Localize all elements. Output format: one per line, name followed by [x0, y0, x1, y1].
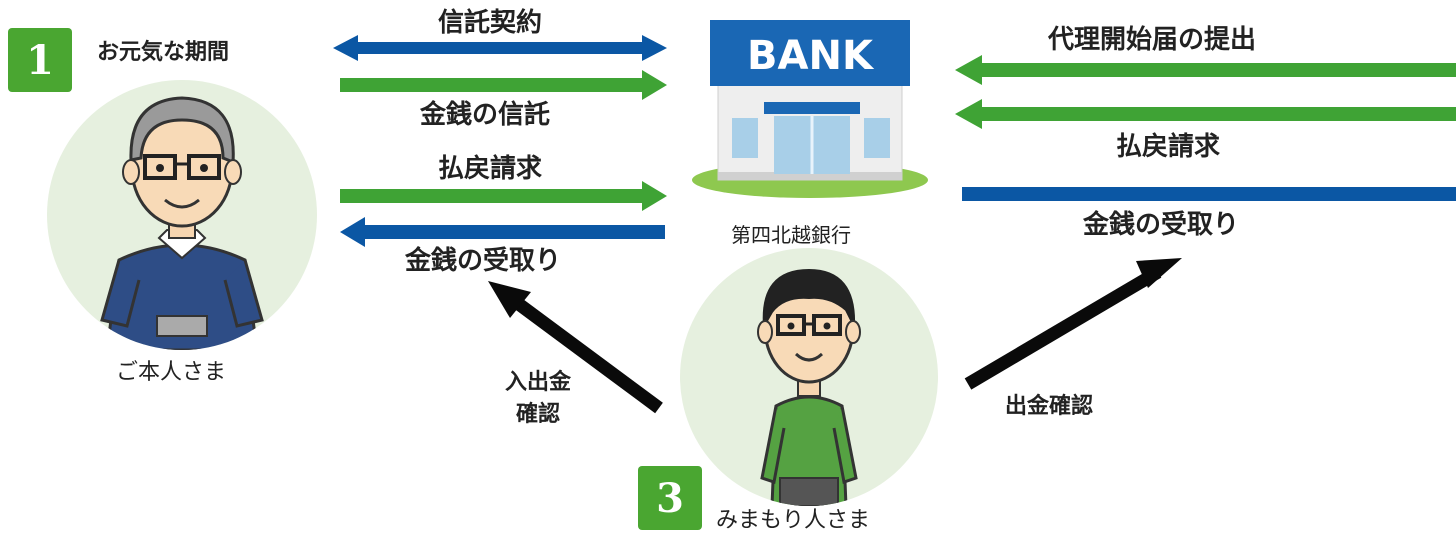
agent-start-arrow	[955, 55, 1456, 85]
in-out-check-arrow	[488, 281, 663, 414]
left-withdraw-request-arrow	[340, 181, 667, 211]
bank-building-icon	[692, 20, 928, 198]
step-three-badge: 3	[638, 466, 702, 530]
elderly-man-icon	[47, 80, 317, 350]
left-withdraw-request-label: 払戻請求	[438, 154, 543, 184]
out-check-label: 出金確認	[1005, 394, 1094, 419]
younger-man-icon	[680, 248, 938, 506]
right-money-receipt-bar	[962, 187, 1456, 201]
step-one-badge: 1	[8, 28, 72, 92]
out-check-arrow	[964, 258, 1182, 390]
left-money-receipt-label: 金銭の受取り	[405, 246, 562, 276]
bank-name: 第四北越銀行	[731, 223, 851, 247]
in-out-check-label-line2: 確認	[516, 402, 561, 427]
trust-contract-label: 信託契約	[438, 8, 543, 38]
healthy-period-label: お元気な期間	[97, 40, 230, 65]
principal-name: ご本人さま	[116, 360, 227, 385]
right-withdraw-request-label: 払戻請求	[1116, 132, 1221, 162]
guardian-name: みまもり人さま	[716, 508, 871, 533]
in-out-check-label-line1: 入出金	[505, 370, 572, 395]
trust-contract-arrow	[333, 35, 667, 61]
money-trust-arrow	[340, 70, 667, 100]
bank-sign-text: BANK	[747, 33, 873, 79]
left-money-receipt-arrow	[340, 217, 665, 247]
money-trust-label: 金銭の信託	[420, 100, 551, 130]
right-money-receipt-label: 金銭の受取り	[1083, 210, 1240, 240]
right-withdraw-request-arrow	[955, 99, 1456, 129]
agent-start-label: 代理開始届の提出	[1048, 25, 1257, 55]
